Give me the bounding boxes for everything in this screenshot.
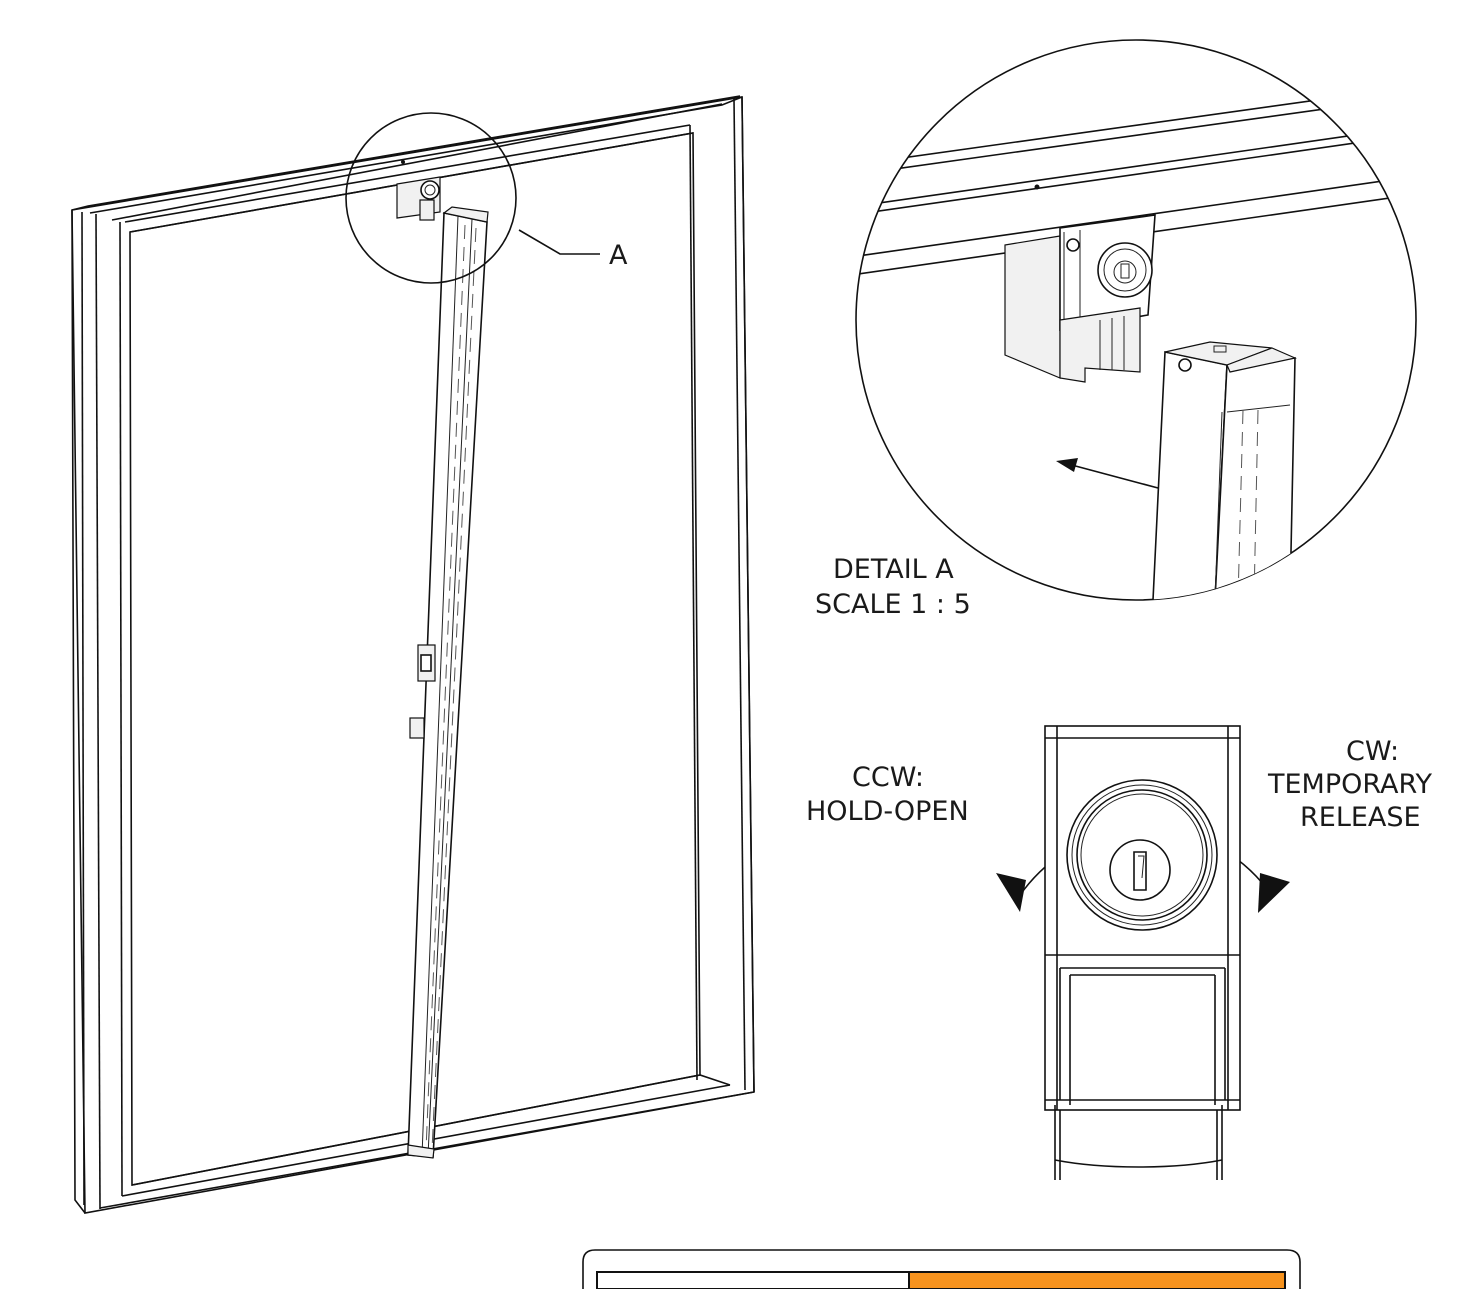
detail-a-circle <box>345 112 517 284</box>
ccw-label-line2: HOLD-OPEN <box>806 796 969 827</box>
cw-arrowhead <box>1258 873 1290 913</box>
detail-scale: SCALE 1 : 5 <box>815 589 971 620</box>
cw-label-line2: TEMPORARY <box>1267 769 1433 800</box>
cw-label-line3: RELEASE <box>1300 802 1421 833</box>
vertical-rod <box>407 206 489 1159</box>
detail-arrow <box>1067 463 1159 489</box>
warning-label-orange-panel <box>908 1271 1286 1289</box>
door-frame-view: A <box>71 95 755 1214</box>
ccw-arrowhead <box>996 873 1026 912</box>
cylinder-front-view: CCW: HOLD-OPEN CW: TEMPORARY RELEASE <box>806 725 1433 1180</box>
key-plug <box>1109 839 1171 901</box>
warning-label-left-panel <box>596 1271 910 1289</box>
ccw-label-line1: CCW: <box>852 762 924 793</box>
rotation-arc-lower <box>1054 1159 1223 1168</box>
detail-a-boundary <box>855 39 1417 601</box>
cw-label-line1: CW: <box>1346 736 1399 767</box>
detail-title: DETAIL A <box>833 554 954 585</box>
detail-a-view: DETAIL A SCALE 1 : 5 <box>815 39 1417 620</box>
warning-label-outer <box>582 1249 1301 1289</box>
lock-mechanism-small <box>396 160 441 221</box>
keyway-icon <box>1133 851 1147 891</box>
callout-a-label: A <box>609 240 628 271</box>
warning-label <box>582 1249 1301 1289</box>
callout-leader <box>518 229 600 255</box>
